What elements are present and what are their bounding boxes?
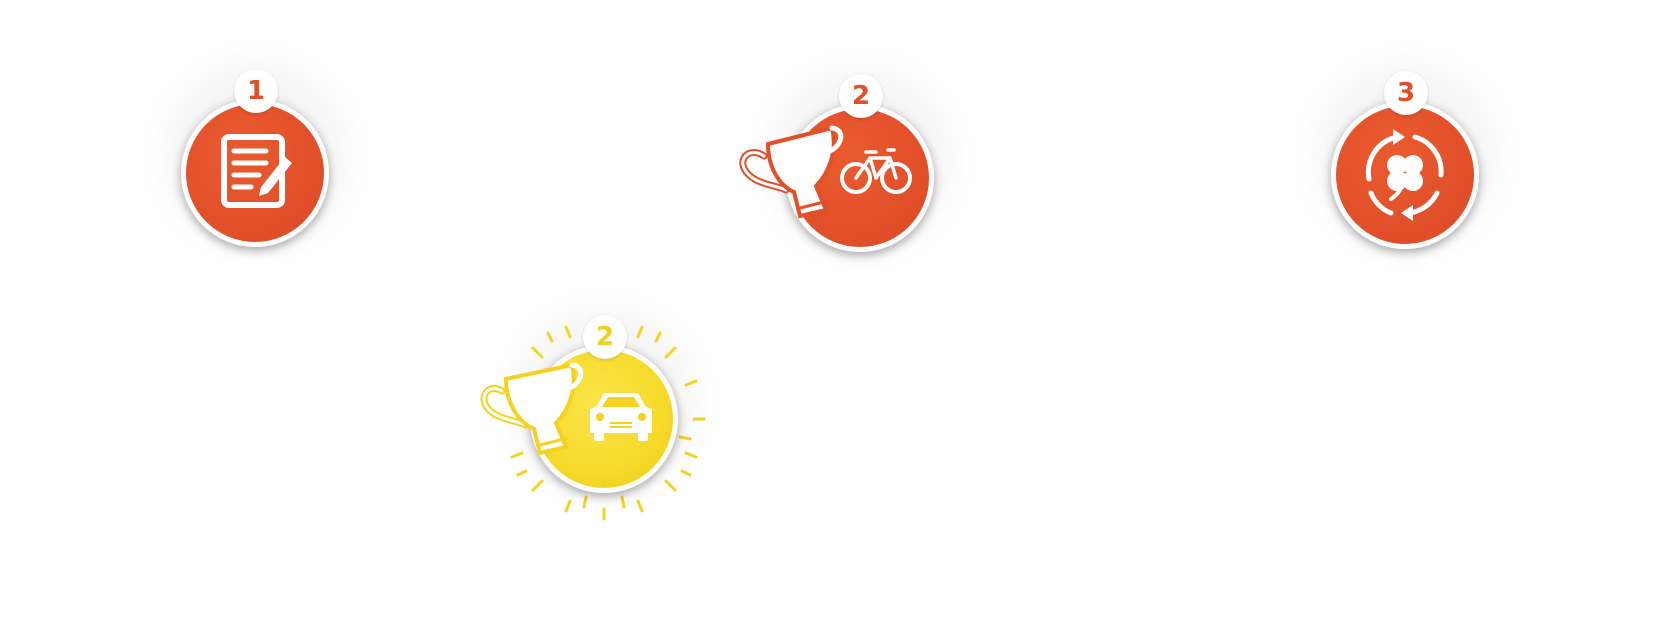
step-3: 3 [1291, 41, 1521, 271]
step-number-badge: 3 [1384, 71, 1428, 115]
trophy-bicycle-icon [739, 104, 934, 252]
trophy-car-icon [480, 345, 678, 493]
step-2-active: 2 [480, 285, 720, 521]
step-number-badge: 1 [234, 69, 278, 113]
step-2: 2 [739, 44, 976, 274]
clover-cycle-icon [1331, 101, 1479, 249]
step-number-badge: 2 [583, 315, 627, 359]
document-pencil-icon [181, 99, 329, 247]
step-number-badge: 2 [839, 74, 883, 118]
step-1: 1 [141, 39, 371, 269]
